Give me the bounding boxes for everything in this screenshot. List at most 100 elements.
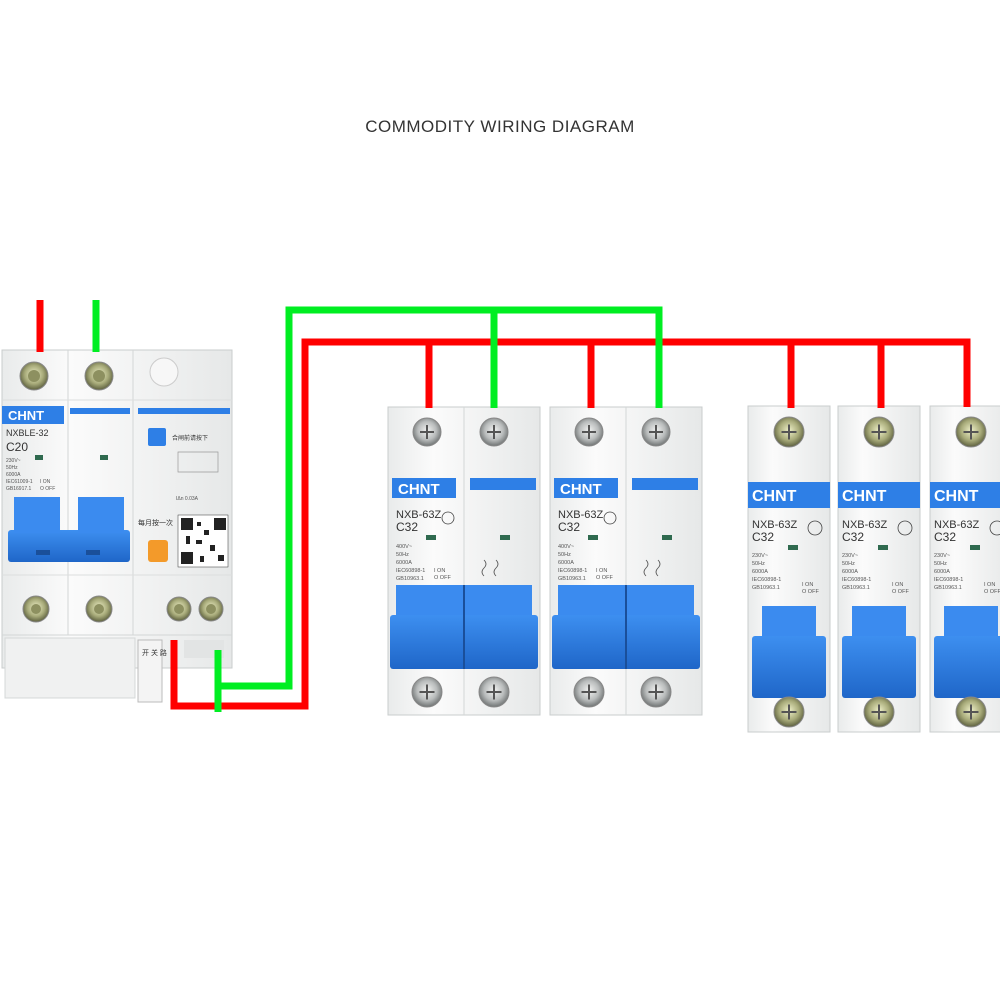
on-label: I ON <box>802 582 813 588</box>
breaker-lever[interactable] <box>842 636 916 698</box>
screw-terminal-icon[interactable] <box>955 696 987 728</box>
breaker-lever[interactable] <box>934 636 1000 698</box>
on-label: I ON <box>596 568 607 574</box>
spec-text: IEC61009-1 <box>6 479 33 485</box>
live-wires <box>36 300 971 710</box>
ion-label: IΔn 0.03A <box>176 496 199 502</box>
neutral-bus-wire <box>214 306 663 712</box>
two-pole-breaker: CHNTNXB-63ZC32400V~50Hz6000AIEC60898-1GB… <box>549 406 703 716</box>
brand-badge <box>748 482 830 508</box>
diagram-title: COMMODITY WIRING DIAGRAM <box>365 117 635 136</box>
off-label: O OFF <box>802 589 819 595</box>
screw-terminal-icon[interactable] <box>198 596 224 622</box>
side-label: 开 关 路 <box>142 648 167 657</box>
screw-terminal-icon[interactable] <box>573 676 605 708</box>
brand-badge <box>392 478 456 498</box>
spec-text: GB10963.1 <box>752 585 780 591</box>
screw-terminal-icon[interactable] <box>411 676 443 708</box>
main-rcbo-breaker: CHNT NXBLE-32 C20 230V~50Hz6000AIEC61009… <box>1 349 233 703</box>
off-label: O OFF <box>892 589 909 595</box>
spec-text: 6000A <box>6 472 21 478</box>
screw-terminal-icon[interactable] <box>84 361 114 391</box>
live-bus-wire <box>170 338 971 710</box>
single-pole-breaker: CHNTNXB-63ZC32230V~50Hz6000AIEC60898-1GB… <box>929 405 1000 733</box>
screw-terminal-icon[interactable] <box>640 676 672 708</box>
screw-terminal-icon[interactable] <box>478 676 510 708</box>
screw-terminal-icon[interactable] <box>166 596 192 622</box>
test-label: 每月按一次 <box>138 518 173 527</box>
rating-label: C32 <box>558 520 580 534</box>
spec-text: GB16917.1 <box>6 486 32 492</box>
spec-text: GB10963.1 <box>842 585 870 591</box>
rating-label: C20 <box>6 440 28 454</box>
model-label: NXB-63Z <box>396 509 442 521</box>
single-pole-breaker: CHNTNXB-63ZC32230V~50Hz6000AIEC60898-1GB… <box>747 405 831 733</box>
spec-text: 50Hz <box>6 465 18 471</box>
brand-label: CHNT <box>934 488 979 505</box>
spec-text: 6000A <box>396 560 412 566</box>
screw-terminal-icon[interactable] <box>412 417 442 447</box>
neutral-wires <box>92 300 663 712</box>
test-reset-button[interactable] <box>148 428 166 446</box>
spec-text: GB10963.1 <box>558 576 586 582</box>
breaker-lever[interactable] <box>752 636 826 698</box>
model-label: NXB-63Z <box>752 519 798 531</box>
screw-terminal-icon[interactable] <box>85 595 113 623</box>
spec-text: IEC60898-1 <box>558 568 587 574</box>
screw-terminal-icon[interactable] <box>641 417 671 447</box>
single-pole-breaker: CHNTNXB-63ZC32230V~50Hz6000AIEC60898-1GB… <box>837 405 921 733</box>
screw-terminal-icon[interactable] <box>19 361 49 391</box>
spec-text: 400V~ <box>558 544 574 550</box>
model-label: NXB-63Z <box>934 519 980 531</box>
brand-label: CHNT <box>752 488 797 505</box>
off-label: O OFF <box>596 575 613 581</box>
spec-text: 230V~ <box>752 553 768 559</box>
screw-terminal-icon[interactable] <box>574 417 604 447</box>
spec-text: 50Hz <box>934 561 947 567</box>
off-label: O OFF <box>984 589 1000 595</box>
brand-badge <box>2 406 64 424</box>
spec-text: IEC60898-1 <box>934 577 963 583</box>
spec-text: 6000A <box>842 569 858 575</box>
brand-label: CHNT <box>842 488 887 505</box>
model-label: NXB-63Z <box>558 509 604 521</box>
spec-text: GB10963.1 <box>396 576 424 582</box>
off-label: O OFF <box>434 575 451 581</box>
main-breaker-lever[interactable] <box>8 530 130 562</box>
model-label: NXBLE-32 <box>6 428 49 438</box>
rating-label: C32 <box>396 520 418 534</box>
on-label: I ON <box>892 582 903 588</box>
brand-label: CHNT <box>560 481 602 498</box>
brand-label: CHNT <box>8 408 44 423</box>
spec-text: 6000A <box>752 569 768 575</box>
spec-text: 50Hz <box>396 552 409 558</box>
top-instruction-label: 合闸前请按下 <box>172 434 208 442</box>
spec-text: 6000A <box>558 560 574 566</box>
rating-label: C32 <box>934 530 956 544</box>
rating-label: C32 <box>752 530 774 544</box>
qr-code-icon <box>177 514 229 568</box>
spec-text: IEC60898-1 <box>752 577 781 583</box>
screw-terminal-icon[interactable] <box>955 416 987 448</box>
on-off-label: I ON <box>40 479 51 485</box>
two-pole-breaker: CHNTNXB-63ZC32400V~50Hz6000AIEC60898-1GB… <box>387 406 541 716</box>
screw-terminal-icon[interactable] <box>863 416 895 448</box>
spec-text: 50Hz <box>842 561 855 567</box>
brand-badge <box>838 482 920 508</box>
spec-text: IEC60898-1 <box>396 568 425 574</box>
on-off-label: O OFF <box>40 486 55 492</box>
screw-terminal-icon[interactable] <box>863 696 895 728</box>
screw-terminal-icon[interactable] <box>22 595 50 623</box>
screw-terminal-icon[interactable] <box>479 417 509 447</box>
test-window-icon <box>149 357 179 387</box>
model-label: NXB-63Z <box>842 519 888 531</box>
spec-text: 400V~ <box>396 544 412 550</box>
screw-terminal-icon[interactable] <box>773 696 805 728</box>
screw-terminal-icon[interactable] <box>773 416 805 448</box>
spec-text: 230V~ <box>934 553 950 559</box>
brand-badge <box>554 478 618 498</box>
monthly-test-button[interactable] <box>148 540 168 562</box>
spec-text: GB10963.1 <box>934 585 962 591</box>
spec-text: 230V~ <box>842 553 858 559</box>
spec-text: 230V~ <box>6 458 21 464</box>
